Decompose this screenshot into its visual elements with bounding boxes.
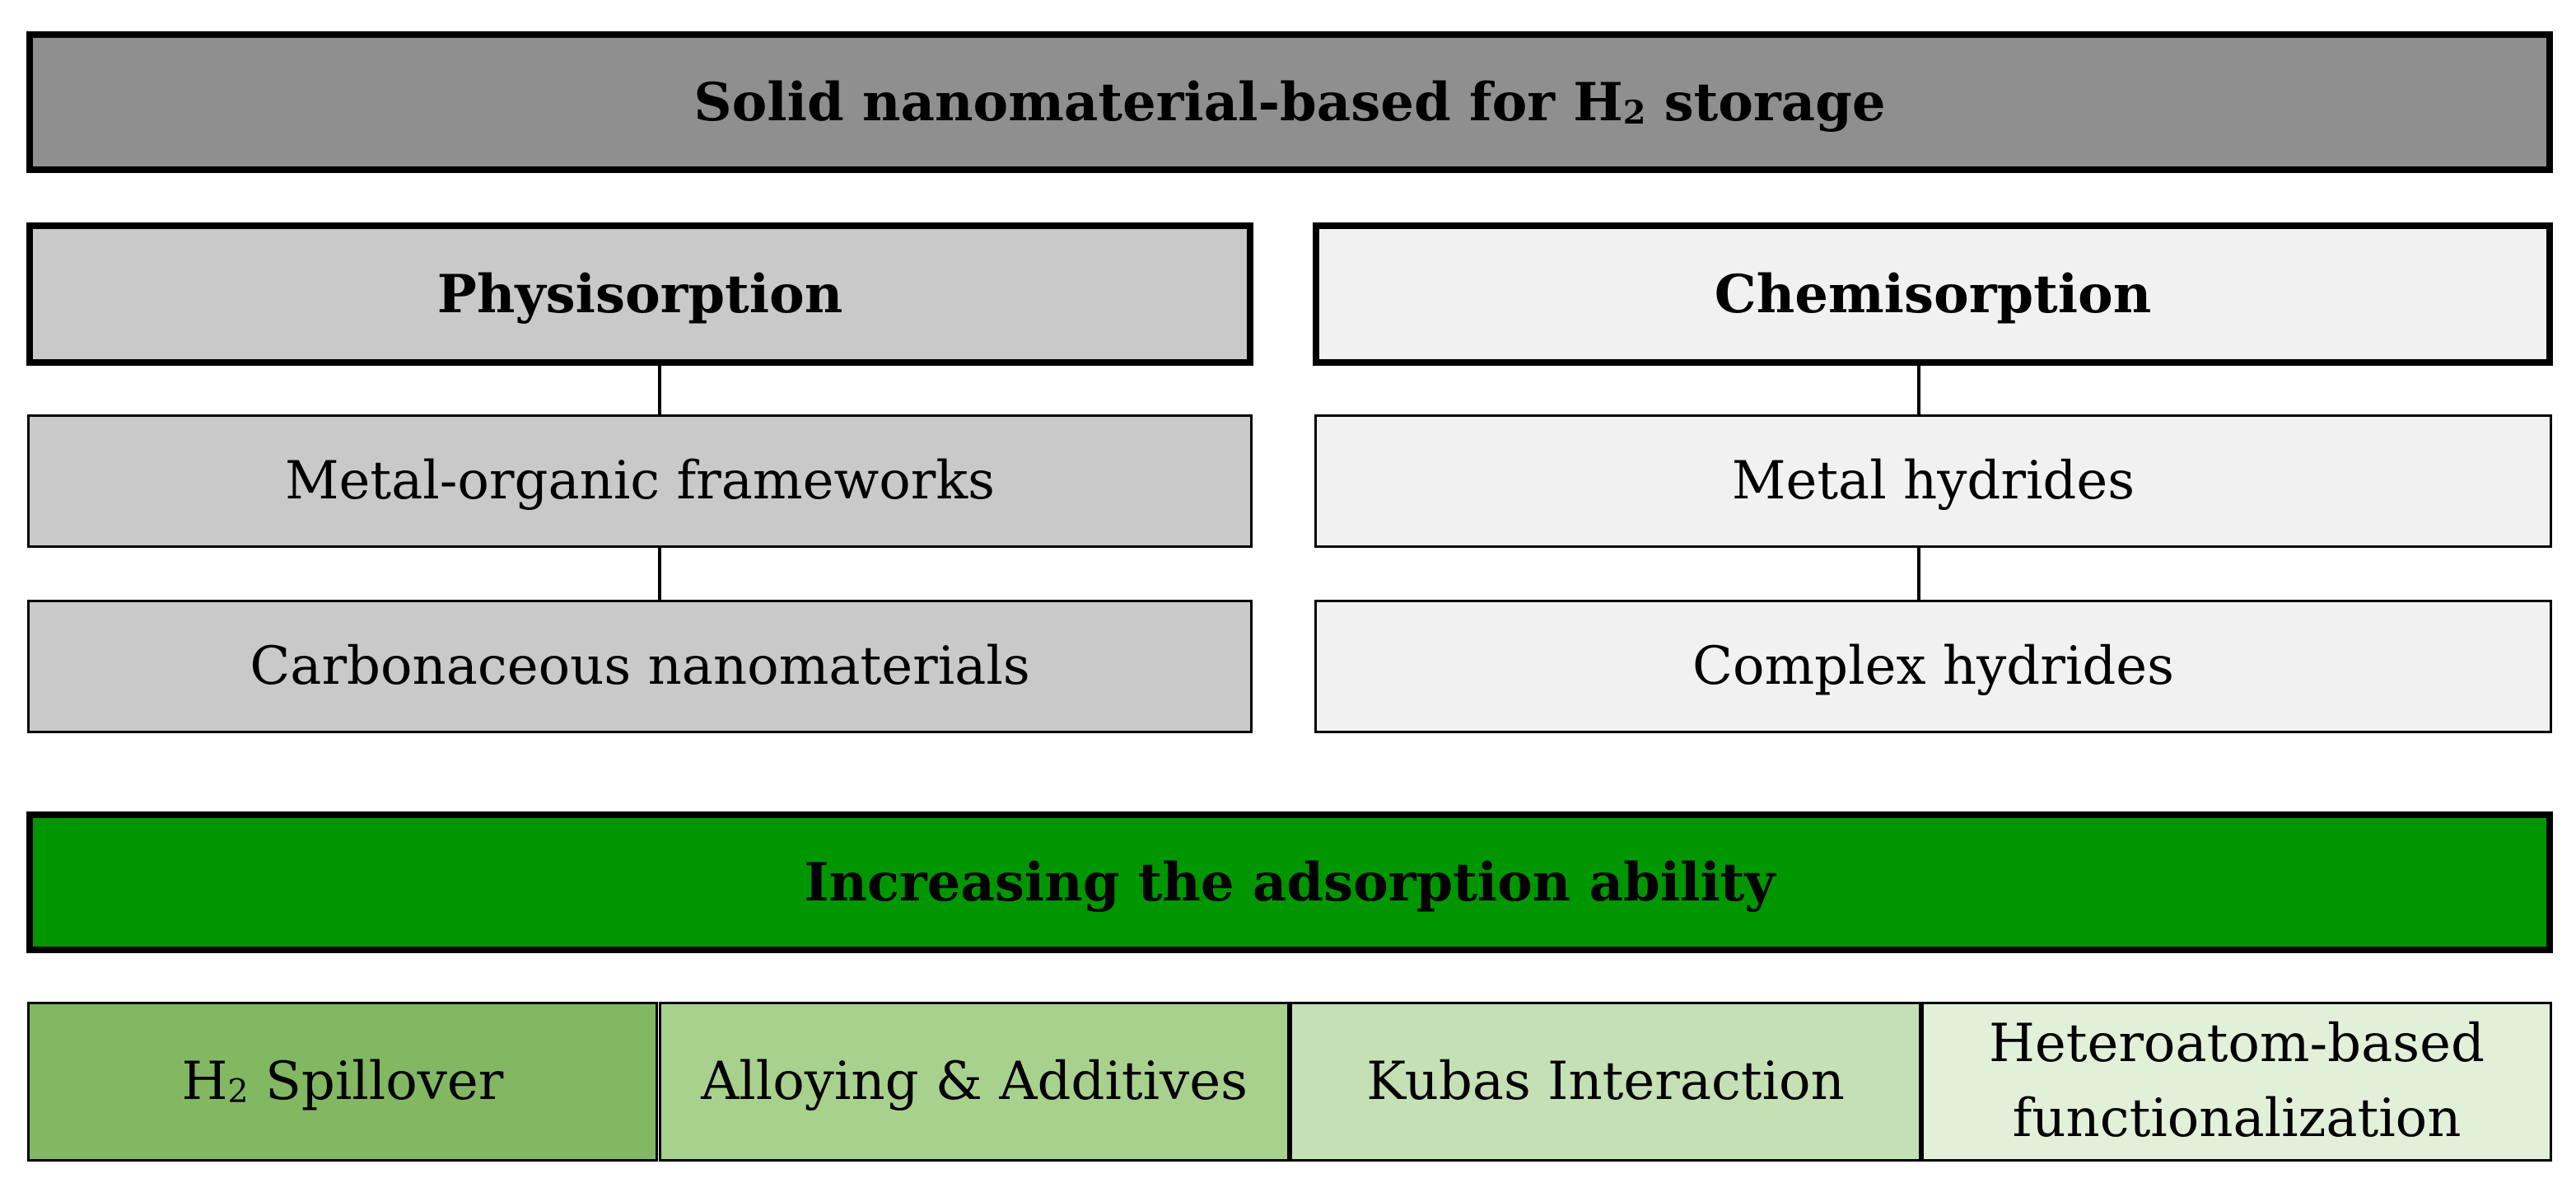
method-kubas-interaction: Kubas Interaction bbox=[1290, 1002, 1921, 1162]
chemisorption-item-label: Complex hydrides bbox=[1692, 636, 2175, 697]
physisorption-title: Physisorption bbox=[436, 263, 843, 325]
physisorption-item-carbon: Carbonaceous nanomaterials bbox=[27, 600, 1253, 733]
physisorption-item-label: Metal-organic frameworks bbox=[284, 451, 996, 512]
method-label: H2 Spillover bbox=[181, 1051, 504, 1112]
connector-chemisorption-2 bbox=[1917, 548, 1920, 601]
connector-chemisorption-1 bbox=[1917, 366, 1920, 415]
header-box: Solid nanomaterial-based for H2 storage bbox=[26, 31, 2553, 173]
method-label: Kubas Interaction bbox=[1366, 1051, 1845, 1112]
method-label-line2: functionalization bbox=[2012, 1088, 2462, 1149]
connector-physisorption-2 bbox=[658, 548, 661, 601]
strategy-title: Increasing the adsorption ability bbox=[804, 851, 1776, 914]
chemisorption-title: Chemisorption bbox=[1714, 263, 2152, 325]
physisorption-item-mof: Metal-organic frameworks bbox=[27, 414, 1253, 548]
method-h2-spillover: H2 Spillover bbox=[27, 1002, 658, 1162]
method-label: Alloying & Additives bbox=[701, 1051, 1248, 1112]
connector-physisorption-1 bbox=[658, 366, 661, 415]
method-heteroatom-functionalization: Heteroatom-based functionalization bbox=[1921, 1002, 2552, 1162]
strategy-box: Increasing the adsorption ability bbox=[26, 811, 2553, 953]
chemisorption-item-metal-hydrides: Metal hydrides bbox=[1314, 414, 2552, 548]
chemisorption-box: Chemisorption bbox=[1313, 222, 2553, 366]
chemisorption-item-label: Metal hydrides bbox=[1731, 451, 2135, 512]
header-title: Solid nanomaterial-based for H2 storage bbox=[693, 71, 1886, 133]
chemisorption-item-complex-hydrides: Complex hydrides bbox=[1314, 600, 2552, 733]
method-label-line1: Heteroatom-based bbox=[1989, 1013, 2485, 1075]
physisorption-box: Physisorption bbox=[26, 222, 1253, 366]
method-alloying-additives: Alloying & Additives bbox=[659, 1002, 1290, 1162]
physisorption-item-label: Carbonaceous nanomaterials bbox=[250, 636, 1030, 697]
